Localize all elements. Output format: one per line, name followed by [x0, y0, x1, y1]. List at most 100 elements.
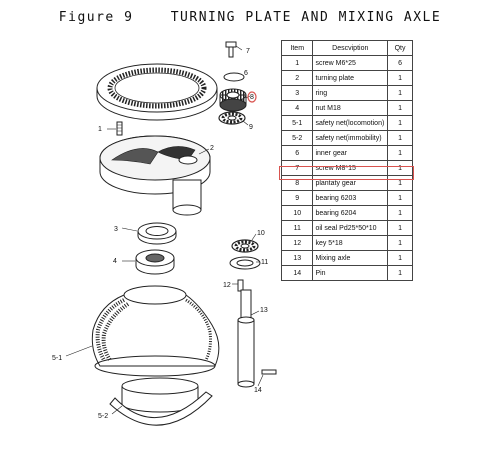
cell-description: screw M6*25 [312, 55, 389, 71]
callout-12: 12 [223, 282, 231, 289]
cell-item: 10 [280, 205, 314, 221]
cell-item: 1 [280, 55, 314, 71]
cell-qty: 1 [387, 190, 413, 206]
cell-description: nut M18 [312, 100, 389, 116]
cell-item: 3 [280, 85, 314, 101]
cell-qty: 1 [387, 205, 413, 221]
cell-description: plantaty gear [312, 175, 389, 191]
header-qty: Qty [387, 40, 413, 56]
cell-item: 9 [280, 190, 314, 206]
cell-item: 6 [280, 145, 314, 161]
callout-5-1: 5-1 [52, 355, 62, 362]
cell-item: 2 [280, 70, 314, 86]
turning-plate-part [99, 135, 211, 216]
cell-description: key 5*18 [312, 235, 389, 251]
callout-14: 14 [254, 387, 262, 394]
cell-description: bearing 6204 [312, 205, 389, 221]
header-item: Item [280, 40, 314, 56]
cell-qty: 1 [387, 235, 413, 251]
cell-description: screw M8*15 [312, 160, 389, 176]
cell-qty: 1 [387, 85, 413, 101]
pin-part [257, 369, 277, 387]
cell-item: 5-1 [280, 115, 314, 131]
cell-description: safety net(locomotion) [312, 115, 389, 131]
cell-qty: 1 [387, 145, 413, 161]
cell-qty: 1 [387, 100, 413, 116]
inner-gear-part [96, 63, 218, 121]
screw-m8-part [225, 41, 243, 58]
callout-2: 2 [210, 145, 214, 152]
cell-item: 5-2 [280, 130, 314, 146]
cell-qty: 1 [387, 130, 413, 146]
cell-description: safety net(immobility) [312, 130, 389, 146]
safety-net-immobility-part [109, 377, 213, 426]
cell-description: turning plate [312, 70, 389, 86]
callout-8: 8 [250, 94, 254, 101]
key-part [232, 279, 244, 292]
washer-part [223, 72, 245, 82]
ring-part [121, 222, 177, 245]
cell-item: 4 [280, 100, 314, 116]
callout-3: 3 [114, 226, 118, 233]
callout-5-2: 5-2 [98, 413, 108, 420]
callout-11: 11 [261, 259, 268, 266]
cell-qty: 1 [387, 220, 413, 236]
cell-description: inner gear [312, 145, 389, 161]
cell-description: bearing 6203 [312, 190, 389, 206]
figure-title: Figure 9 TURNING PLATE AND MIXING AXLE [58, 10, 442, 25]
cell-item: 13 [280, 250, 314, 266]
callout-13: 13 [260, 307, 268, 314]
callout-10: 10 [257, 230, 265, 237]
callout-9: 9 [249, 124, 253, 131]
cell-qty: 1 [387, 250, 413, 266]
callout-7: 7 [246, 48, 250, 55]
planetary-gear-part [219, 88, 251, 112]
cell-description: oil seal Pd25*50*10 [312, 220, 389, 236]
bearing-6203-part [218, 111, 249, 126]
cell-description: Pin [312, 265, 389, 281]
header-description: Descviption [312, 40, 389, 56]
cell-qty: 1 [387, 115, 413, 131]
screw-m6-part [107, 121, 123, 136]
cell-item: 7 [280, 160, 314, 176]
cell-qty: 1 [387, 175, 413, 191]
safety-net-locomotion-part [65, 285, 220, 377]
mixing-axle-part [237, 289, 260, 388]
cell-qty: 1 [387, 70, 413, 86]
cell-item: 12 [280, 235, 314, 251]
callout-8-highlight [247, 91, 257, 103]
oil-seal-part [229, 256, 261, 270]
cell-description: Mixing axle [312, 250, 389, 266]
table-header-row: Item Descviption Qty [280, 40, 413, 56]
callout-6: 6 [244, 70, 248, 77]
cell-qty: 1 [387, 160, 413, 176]
callout-1: 1 [98, 126, 102, 133]
cell-item: 11 [280, 220, 314, 236]
cell-description: ring [312, 85, 389, 101]
cell-item: 8 [280, 175, 314, 191]
cell-item: 14 [280, 265, 314, 281]
callout-4: 4 [113, 258, 117, 265]
nut-m18-part [122, 249, 175, 275]
bearing-6204-part [231, 233, 259, 253]
cell-qty: 6 [387, 55, 413, 71]
cell-qty: 1 [387, 265, 413, 281]
